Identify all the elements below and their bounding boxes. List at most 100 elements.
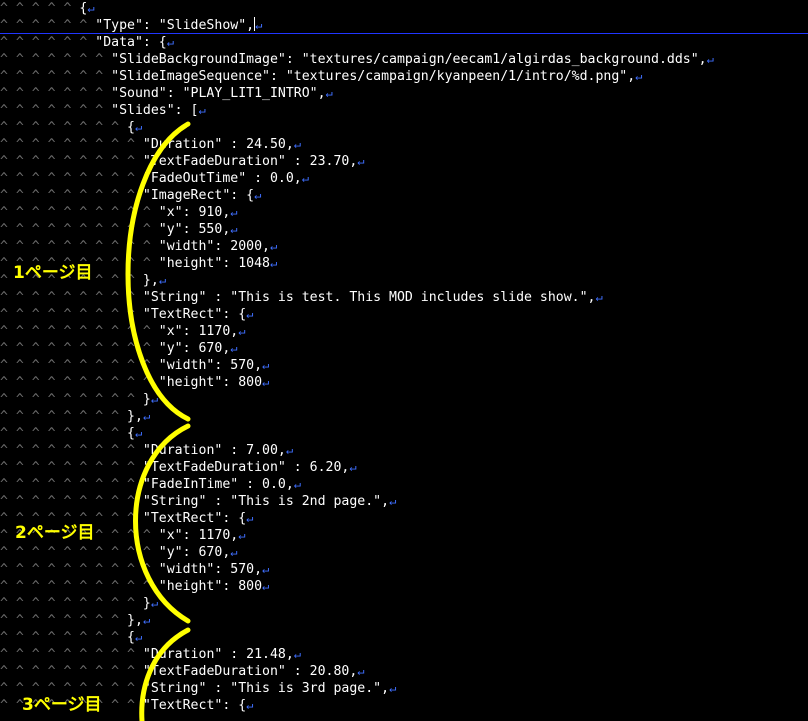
code-text: "Type": "SlideShow", xyxy=(95,18,255,33)
newline-marker-icon: ↵ xyxy=(230,341,238,355)
newline-marker-icon: ↵ xyxy=(135,120,143,134)
code-line[interactable]: ^ ^ ^ ^ ^ ^ ^ ^ ^ ^ "width": 570,↵ xyxy=(0,561,269,578)
indent-markers: ^ ^ ^ ^ ^ ^ ^ ^ xyxy=(0,409,128,424)
code-line[interactable]: ^ ^ ^ ^ ^ ^ "Data": {↵ xyxy=(0,34,174,51)
code-line[interactable]: ^ ^ ^ ^ ^ ^ ^ ^ ^ ^ "y": 550,↵ xyxy=(0,221,238,238)
newline-marker-icon: ↵ xyxy=(269,239,278,253)
code-text: "x": 910, xyxy=(158,205,231,220)
newline-marker-icon: ↵ xyxy=(254,188,262,202)
code-line[interactable]: ^ ^ ^ ^ ^ ^ ^ ^ ^ ^ "height": 800↵ xyxy=(0,374,269,391)
code-line[interactable]: ^ ^ ^ ^ ^ ^ ^ ^ ^ "ImageRect": {↵ xyxy=(0,187,261,204)
code-line[interactable]: ^ ^ ^ ^ ^ ^ ^ ^ },↵ xyxy=(0,408,150,425)
code-line[interactable]: ^ ^ ^ ^ ^ ^ ^ ^ ^ "String" : "This is 2n… xyxy=(0,493,396,510)
code-line[interactable]: ^ ^ ^ ^ ^ ^ ^ ^ ^ ^ "x": 1170,↵ xyxy=(0,527,245,544)
indent-markers: ^ ^ ^ ^ ^ ^ ^ ^ ^ xyxy=(0,511,143,526)
indent-markers: ^ ^ ^ ^ ^ ^ ^ ^ ^ xyxy=(0,443,143,458)
indent-markers: ^ ^ ^ ^ ^ ^ ^ ^ ^ xyxy=(0,460,143,475)
code-text: }, xyxy=(127,613,143,628)
indent-markers: ^ ^ ^ ^ ^ ^ ^ ^ ^ xyxy=(0,494,143,509)
code-line[interactable]: ^ ^ ^ ^ ^ ^ ^ ^ {↵ xyxy=(0,119,142,136)
code-line[interactable]: ^ ^ ^ ^ ^ ^ ^ "Sound": "PLAY_LIT1_INTRO"… xyxy=(0,85,333,102)
code-line[interactable]: ^ ^ ^ ^ ^ ^ ^ ^ {↵ xyxy=(0,425,142,442)
indent-markers: ^ ^ ^ ^ ^ ^ xyxy=(0,18,96,33)
newline-marker-icon: ↵ xyxy=(198,103,206,117)
code-line[interactable]: ^ ^ ^ ^ ^ ^ ^ ^ ^ ^ "width": 570,↵ xyxy=(0,357,269,374)
indent-markers: ^ ^ ^ ^ ^ ^ ^ ^ ^ xyxy=(0,647,143,662)
cursor-line-indicator xyxy=(0,33,808,34)
code-line[interactable]: ^ ^ ^ ^ ^ ^ ^ ^ },↵ xyxy=(0,612,150,629)
newline-marker-icon: ↵ xyxy=(706,52,714,66)
newline-marker-icon: ↵ xyxy=(269,256,278,270)
code-text: "y": 670, xyxy=(158,545,231,560)
newline-marker-icon: ↵ xyxy=(135,426,143,440)
code-text: }, xyxy=(127,409,143,424)
code-text: { xyxy=(127,120,135,135)
code-text: "x": 1170, xyxy=(158,324,239,339)
code-line[interactable]: ^ ^ ^ ^ ^ ^ ^ ^ ^ }↵ xyxy=(0,595,158,612)
newline-marker-icon: ↵ xyxy=(262,358,270,372)
indent-markers: ^ ^ ^ ^ ^ xyxy=(0,1,80,16)
newline-marker-icon: ↵ xyxy=(262,562,270,576)
code-text: { xyxy=(127,426,135,441)
bracket-page-1 xyxy=(125,121,191,422)
code-text: "Sound": "PLAY_LIT1_INTRO", xyxy=(111,86,326,101)
newline-marker-icon: ↵ xyxy=(166,35,174,49)
code-line[interactable]: ^ ^ ^ ^ ^ ^ ^ ^ ^ "String" : "This is 3r… xyxy=(0,680,396,697)
indent-markers: ^ ^ ^ ^ ^ ^ ^ ^ ^ ^ xyxy=(0,579,159,594)
newline-marker-icon: ↵ xyxy=(262,375,270,389)
indent-markers: ^ ^ ^ ^ ^ ^ ^ xyxy=(0,52,112,67)
indent-markers: ^ ^ ^ ^ ^ ^ ^ xyxy=(0,86,112,101)
newline-marker-icon: ↵ xyxy=(301,171,309,185)
code-line[interactable]: ^ ^ ^ ^ ^ ^ ^ ^ ^ "TextFadeDuration" : 6… xyxy=(0,459,357,476)
newline-marker-icon: ↵ xyxy=(158,273,167,287)
code-line[interactable]: ^ ^ ^ ^ ^ ^ ^ ^ ^ "FadeInTime" : 0.0,↵ xyxy=(0,476,301,493)
code-line[interactable]: ^ ^ ^ ^ ^ ^ ^ ^ ^ "String" : "This is te… xyxy=(0,289,603,306)
code-line[interactable]: ^ ^ ^ ^ ^ ^ ^ ^ ^ }↵ xyxy=(0,391,158,408)
indent-markers: ^ ^ ^ ^ ^ ^ ^ ^ ^ xyxy=(0,137,143,152)
code-line[interactable]: ^ ^ ^ ^ ^ ^ ^ ^ ^ "TextFadeDuration" : 2… xyxy=(0,663,365,680)
indent-markers: ^ ^ ^ ^ ^ ^ ^ ^ xyxy=(0,613,128,628)
newline-marker-icon: ↵ xyxy=(285,443,294,457)
newline-marker-icon: ↵ xyxy=(150,392,159,406)
code-text: "String" : "This is 2nd page.", xyxy=(142,494,390,509)
code-line[interactable]: ^ ^ ^ ^ ^ ^ ^ ^ ^ ^ "y": 670,↵ xyxy=(0,340,238,357)
newline-marker-icon: ↵ xyxy=(230,222,238,236)
code-text: "String" : "This is test. This MOD inclu… xyxy=(142,290,596,305)
newline-marker-icon: ↵ xyxy=(142,613,151,627)
code-line[interactable]: ^ ^ ^ ^ ^ ^ ^ ^ ^ "TextRect": {↵ xyxy=(0,510,253,527)
newline-marker-icon: ↵ xyxy=(238,528,246,542)
newline-marker-icon: ↵ xyxy=(246,307,254,321)
code-line[interactable]: ^ ^ ^ ^ ^ ^ ^ "SlideBackgroundImage": "t… xyxy=(0,51,714,68)
code-line[interactable]: ^ ^ ^ ^ ^ ^ ^ "SlideImageSequence": "tex… xyxy=(0,68,642,85)
newline-marker-icon: ↵ xyxy=(389,681,397,695)
code-line[interactable]: ^ ^ ^ ^ ^ ^ ^ ^ ^ ^ "x": 1170,↵ xyxy=(0,323,245,340)
code-text: "SlideBackgroundImage": "textures/campai… xyxy=(111,52,707,67)
code-line[interactable]: ^ ^ ^ ^ ^ ^ ^ ^ ^ ^ "x": 910,↵ xyxy=(0,204,238,221)
code-line[interactable]: ^ ^ ^ ^ ^ {↵ xyxy=(0,0,95,17)
newline-marker-icon: ↵ xyxy=(238,324,246,338)
indent-markers: ^ ^ ^ ^ ^ ^ ^ ^ ^ ^ xyxy=(0,205,159,220)
newline-marker-icon: ↵ xyxy=(262,579,270,593)
code-line[interactable]: ^ ^ ^ ^ ^ ^ ^ ^ ^ "TextRect": {↵ xyxy=(0,697,253,714)
code-text: "TextFadeDuration" : 20.80, xyxy=(142,664,358,679)
code-text: "TextFadeDuration" : 6.20, xyxy=(142,460,350,475)
code-line[interactable]: ^ ^ ^ ^ ^ ^ ^ ^ {↵ xyxy=(0,629,142,646)
code-text: { xyxy=(127,630,135,645)
code-text: "ImageRect": { xyxy=(142,188,255,203)
code-line[interactable]: ^ ^ ^ ^ ^ ^ ^ ^ ^ ^ "y": 670,↵ xyxy=(0,544,238,561)
code-line[interactable]: ^ ^ ^ ^ ^ ^ ^ ^ ^ ^ "height": 1048↵ xyxy=(0,255,277,272)
indent-markers: ^ ^ ^ ^ ^ ^ ^ ^ ^ ^ xyxy=(0,528,159,543)
newline-marker-icon: ↵ xyxy=(293,137,302,151)
code-line[interactable]: ^ ^ ^ ^ ^ ^ ^ "Slides": [↵ xyxy=(0,102,206,119)
code-line[interactable]: ^ ^ ^ ^ ^ ^ ^ ^ ^ },↵ xyxy=(0,272,166,289)
code-text: "width": 570, xyxy=(158,358,263,373)
code-text: "TextRect": { xyxy=(142,511,247,526)
newline-marker-icon: ↵ xyxy=(293,477,302,491)
newline-marker-icon: ↵ xyxy=(142,409,151,423)
code-line[interactable]: ^ ^ ^ ^ ^ ^ ^ ^ ^ ^ "height": 800↵ xyxy=(0,578,269,595)
code-text: "x": 1170, xyxy=(158,528,239,543)
code-line[interactable]: ^ ^ ^ ^ ^ ^ ^ ^ ^ "FadeOutTime" : 0.0,↵ xyxy=(0,170,309,187)
code-line[interactable]: ^ ^ ^ ^ ^ ^ "Type": "SlideShow",↵ xyxy=(0,17,262,34)
code-line[interactable]: ^ ^ ^ ^ ^ ^ ^ ^ ^ "TextFadeDuration" : 2… xyxy=(0,153,365,170)
